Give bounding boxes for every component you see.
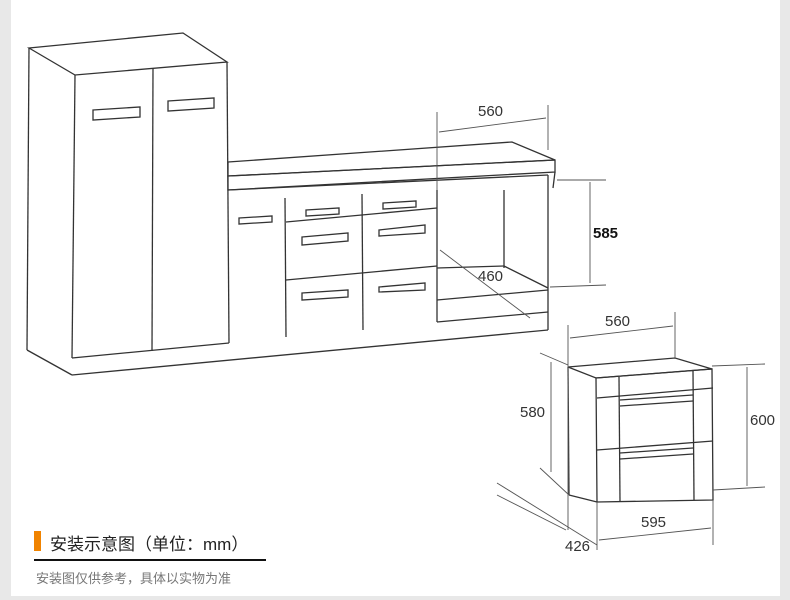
- oven-dimension-lines: [496, 312, 766, 550]
- oven-front-width-label: 595: [641, 514, 667, 531]
- cabinet-dimension-lines: [436, 105, 607, 319]
- oven-body-height-label: 580: [520, 404, 546, 421]
- right-margin: [780, 0, 790, 600]
- oven-depth-label: 426: [565, 538, 591, 555]
- left-margin: [0, 0, 11, 600]
- cabinet-depth-label: 460: [478, 268, 504, 285]
- oven-front-height-label: 600: [750, 412, 776, 429]
- base-cabinet: [71, 141, 556, 376]
- oven-top-width-label: 560: [605, 313, 631, 330]
- cabinet-height-label: 585: [593, 225, 619, 242]
- oven: [567, 357, 714, 503]
- diagram-title: 安装示意图（单位：mm）: [50, 535, 249, 554]
- tall-cabinet: [26, 32, 230, 376]
- disclaimer-note: 安装图仅供参考，具体以实物为准: [36, 571, 232, 586]
- cabinet-width-label: 560: [478, 103, 504, 120]
- bottom-margin: [0, 596, 790, 600]
- title-underline: [34, 559, 266, 561]
- title-accent-bar: [34, 531, 41, 551]
